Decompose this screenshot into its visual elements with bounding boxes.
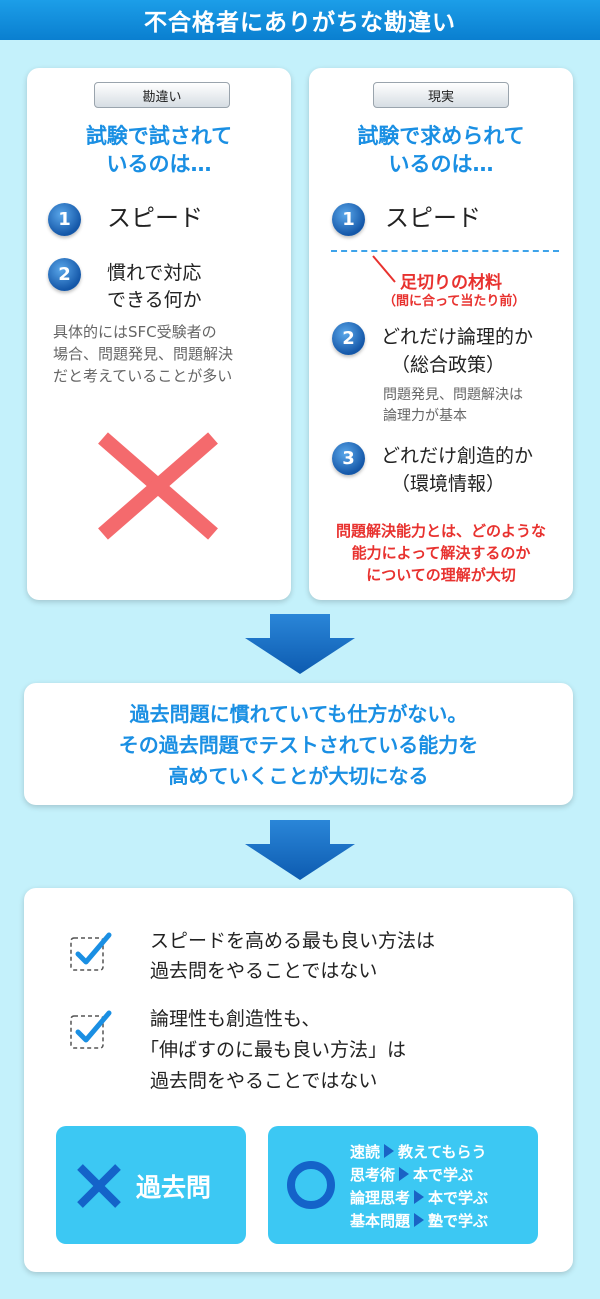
message-panel: 過去問題に慣れていても仕方がない。 その過去問題でテストされている能力を 高めて… — [24, 683, 573, 805]
down-arrow-icon — [245, 820, 355, 880]
logic-note-line2: 論理力が基本 — [383, 408, 467, 424]
method-label: 教えてもらう — [398, 1142, 487, 1161]
cross-mark-icon — [77, 1164, 121, 1208]
reality-title-line1: 試験で求められて — [357, 124, 525, 148]
logic-note-line1: 問題発見、問題解決は — [383, 387, 523, 403]
cutoff-sublabel: （間に合って当たり前） — [383, 294, 526, 309]
item-familiarity-line1: 慣れで対応 — [107, 262, 202, 284]
number-1-badge: 1 — [332, 203, 365, 236]
item-logic-line2: （総合政策） — [391, 354, 506, 376]
advice-panel: スピードを高める最も良い方法は 過去問をやることではない 論理性も創造性も、 「… — [24, 888, 573, 1272]
cutoff-label: 足切りの材料 — [400, 273, 502, 293]
check-item-2-line3: 過去問をやることではない — [150, 1070, 378, 1092]
misconception-note-line2: 場合、問題発見、問題解決 — [53, 345, 234, 363]
item-familiarity-line2: できる何か — [107, 289, 202, 311]
skill-label: 基本問題 — [350, 1211, 411, 1230]
wrong-method-label: 過去問 — [136, 1173, 212, 1202]
number-2-badge: 2 — [48, 258, 81, 291]
play-arrow-icon — [414, 1190, 425, 1204]
misconception-title-line1: 試験で試されて — [85, 124, 233, 148]
method-label: 本で学ぶ — [413, 1165, 474, 1184]
check-item-1-line1: スピードを高める最も良い方法は — [150, 930, 436, 952]
method-label: 本で学ぶ — [428, 1188, 489, 1207]
checkbox-checked-icon — [70, 1010, 112, 1049]
page-title: 不合格者にありがちな勘違い — [144, 10, 456, 36]
skill-label: 論理思考 — [350, 1188, 411, 1207]
item-creativity-line2: （環境情報） — [391, 473, 506, 495]
check-item-2-line1: 論理性も創造性も、 — [150, 1008, 321, 1030]
checkbox-checked-icon — [70, 932, 112, 971]
circle-mark-icon — [287, 1161, 335, 1209]
reality-panel: 現実 試験で求められて いるのは… 1 スピード 足切りの材料 （間に合って当た… — [309, 68, 573, 600]
message-line1: 過去問題に慣れていても仕方がない。 — [129, 702, 468, 726]
reality-title-line2: いるのは… — [388, 152, 494, 176]
item-speed-label: スピード — [107, 204, 203, 232]
check-item-1-line2: 過去問をやることではない — [150, 960, 378, 982]
number-3-badge: 3 — [332, 442, 365, 475]
divider-dashed-line — [331, 250, 559, 252]
check-item-2-line2: 「伸ばすのに最も良い方法」は — [140, 1039, 407, 1061]
item-logic-line1: どれだけ論理的か — [381, 326, 534, 348]
down-arrow-icon — [245, 614, 355, 674]
message-line3: 高めていくことが大切になる — [168, 764, 429, 788]
method-row-logical-thinking: 論理思考 本で学ぶ — [350, 1186, 488, 1208]
cross-mark-icon — [98, 432, 218, 540]
skill-label: 思考術 — [350, 1165, 396, 1184]
reality-tag: 現実 — [373, 82, 509, 108]
conclusion-line2: 能力によって解決するのか — [351, 544, 531, 562]
conclusion-line3: についての理解が大切 — [366, 566, 516, 584]
method-row-speed-reading: 速読 教えてもらう — [350, 1140, 487, 1162]
conclusion-line1: 問題解決能力とは、どのような — [335, 522, 546, 540]
misconception-note-line1: 具体的にはSFC受験者の — [53, 323, 217, 341]
message-line2: その過去問題でテストされている能力を — [118, 733, 479, 757]
page-header: 不合格者にありがちな勘違い — [0, 0, 600, 40]
misconception-title-line2: いるのは… — [106, 152, 212, 176]
play-arrow-icon — [384, 1144, 395, 1158]
method-label: 塾で学ぶ — [428, 1211, 489, 1230]
number-2-badge: 2 — [332, 322, 365, 355]
play-arrow-icon — [399, 1167, 410, 1181]
skill-label: 速読 — [350, 1142, 381, 1161]
number-1-badge: 1 — [48, 203, 81, 236]
right-method-box: 速読 教えてもらう 思考術 本で学ぶ 論理思考 本で学ぶ 基本問題 塾で学ぶ — [268, 1126, 538, 1244]
pointer-line — [372, 255, 396, 283]
wrong-method-box: 過去問 — [56, 1126, 246, 1244]
misconception-panel: 勘違い 試験で試されて いるのは… 1 スピード 2 慣れで対応 できる何か 具… — [27, 68, 291, 600]
item-creativity-line1: どれだけ創造的か — [381, 445, 534, 467]
play-arrow-icon — [414, 1213, 425, 1227]
method-row-basic-problems: 基本問題 塾で学ぶ — [350, 1209, 488, 1231]
misconception-note-line3: だと考えていることが多い — [53, 367, 233, 385]
method-row-thinking: 思考術 本で学ぶ — [350, 1163, 473, 1185]
misconception-tag: 勘違い — [94, 82, 230, 108]
item-speed-label: スピード — [385, 204, 481, 232]
